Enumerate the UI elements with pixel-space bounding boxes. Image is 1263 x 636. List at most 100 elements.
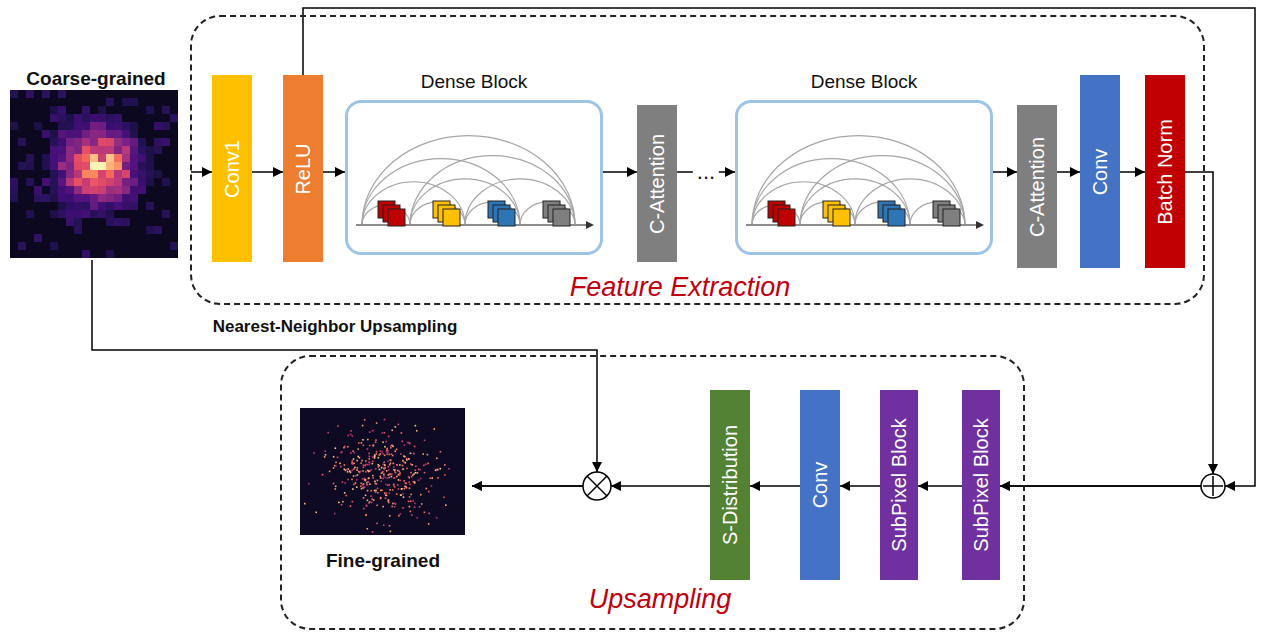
heatmap-dot bbox=[353, 458, 355, 460]
heatmap-cell bbox=[10, 162, 18, 170]
heatmap-cell bbox=[170, 154, 178, 162]
heatmap-cell bbox=[114, 210, 122, 218]
heatmap-cell bbox=[98, 186, 106, 194]
heatmap-dot bbox=[401, 432, 403, 434]
heatmap-cell bbox=[82, 202, 90, 210]
heatmap-dot bbox=[368, 502, 370, 504]
heatmap-cell bbox=[154, 178, 162, 186]
heatmap-cell bbox=[18, 178, 26, 186]
heatmap-dot bbox=[352, 460, 354, 462]
heatmap-cell bbox=[74, 226, 82, 234]
heatmap-cell bbox=[154, 170, 162, 178]
heatmap-cell bbox=[26, 234, 34, 242]
heatmap-cell bbox=[66, 202, 74, 210]
heatmap-cell bbox=[130, 210, 138, 218]
arrow-head bbox=[976, 221, 984, 229]
heatmap-cell bbox=[26, 194, 34, 202]
heatmap-cell bbox=[34, 178, 42, 186]
heatmap-cell bbox=[146, 138, 154, 146]
heatmap-ground bbox=[10, 90, 178, 258]
feature-map bbox=[778, 209, 795, 226]
heatmap-cell bbox=[26, 138, 34, 146]
heatmap-dot bbox=[414, 469, 416, 471]
heatmap-cell bbox=[162, 162, 170, 170]
heatmap-dot bbox=[347, 468, 349, 470]
heatmap-cell bbox=[154, 186, 162, 194]
heatmap-cell bbox=[42, 106, 50, 114]
heatmap-cell bbox=[58, 250, 66, 258]
heatmap-cell bbox=[162, 90, 170, 98]
heatmap-dot bbox=[419, 469, 421, 471]
heatmap-dot bbox=[365, 471, 367, 473]
heatmap-dot bbox=[401, 488, 403, 490]
heatmap-dot bbox=[379, 476, 381, 478]
heatmap-cell bbox=[74, 210, 82, 218]
heatmap-cell bbox=[26, 122, 34, 130]
arrow-head bbox=[592, 462, 602, 472]
heatmap-cell bbox=[50, 122, 58, 130]
heatmap-dot bbox=[399, 464, 401, 466]
heatmap-cell bbox=[66, 106, 74, 114]
heatmap-dot bbox=[424, 440, 426, 442]
heatmap-cell bbox=[90, 242, 98, 250]
heatmap-cell bbox=[98, 130, 106, 138]
heatmap-dot bbox=[365, 514, 367, 516]
heatmap-cell bbox=[50, 162, 58, 170]
connector bbox=[252, 171, 283, 173]
heatmap-dot bbox=[388, 436, 390, 438]
dense-arc bbox=[855, 202, 910, 225]
heatmap-dot bbox=[344, 464, 346, 466]
heatmap-cell bbox=[114, 130, 122, 138]
heatmap-cell bbox=[154, 234, 162, 242]
heatmap-dot bbox=[339, 463, 341, 465]
heatmap-dot bbox=[422, 453, 424, 455]
heatmap-cell bbox=[82, 162, 90, 170]
heatmap-cell bbox=[130, 178, 138, 186]
heatmap-cell bbox=[18, 98, 26, 106]
heatmap-cell bbox=[66, 210, 74, 218]
heatmap-cell bbox=[130, 106, 138, 114]
heatmap-dot bbox=[364, 465, 366, 467]
heatmap-cell bbox=[34, 146, 42, 154]
heatmap-cell bbox=[170, 114, 178, 122]
heatmap-cell bbox=[34, 122, 42, 130]
heatmap-dot bbox=[382, 451, 384, 453]
heatmap-cell bbox=[122, 226, 130, 234]
layer-box: Conv1 bbox=[212, 75, 252, 262]
heatmap-cell bbox=[122, 138, 130, 146]
heatmap-dot bbox=[399, 472, 401, 474]
heatmap-dot bbox=[354, 467, 356, 469]
heatmap-dot bbox=[424, 512, 426, 514]
heatmap-cell bbox=[50, 106, 58, 114]
heatmap-dot bbox=[412, 464, 414, 466]
heatmap-cell bbox=[162, 186, 170, 194]
heatmap-cell bbox=[66, 122, 74, 130]
heatmap-dot bbox=[342, 501, 344, 503]
heatmap-cell bbox=[42, 250, 50, 258]
heatmap-dot bbox=[358, 471, 360, 473]
heatmap-cell bbox=[74, 178, 82, 186]
heatmap-cell bbox=[130, 90, 138, 98]
heatmap-cell bbox=[42, 130, 50, 138]
heatmap-cell bbox=[130, 162, 138, 170]
heatmap-cell bbox=[106, 202, 114, 210]
heatmap-dot bbox=[383, 462, 385, 464]
heatmap-dot bbox=[362, 487, 364, 489]
map-label: Fine-grained bbox=[294, 550, 472, 572]
heatmap-dot bbox=[390, 531, 392, 533]
heatmap-dot bbox=[404, 488, 406, 490]
heatmap-dot bbox=[368, 464, 370, 466]
heatmap-cell bbox=[162, 122, 170, 130]
heatmap-cell bbox=[154, 162, 162, 170]
heatmap-dot bbox=[381, 472, 383, 474]
heatmap-dot bbox=[402, 468, 404, 470]
heatmap-cell bbox=[114, 194, 122, 202]
heatmap-cell bbox=[122, 114, 130, 122]
heatmap-cell bbox=[122, 218, 130, 226]
heatmap-cell bbox=[138, 210, 146, 218]
heatmap-dot bbox=[313, 452, 315, 454]
heatmap-cell bbox=[122, 154, 130, 162]
heatmap-cell bbox=[122, 162, 130, 170]
heatmap-cell bbox=[106, 194, 114, 202]
heatmap-cell bbox=[10, 138, 18, 146]
